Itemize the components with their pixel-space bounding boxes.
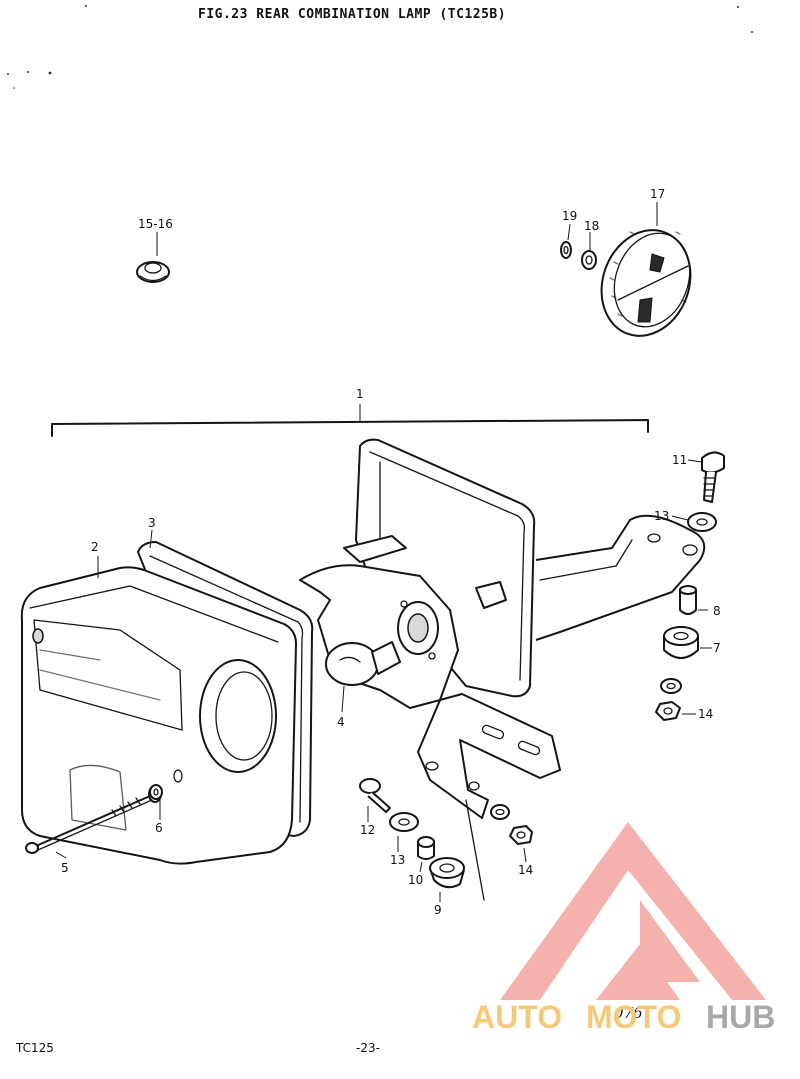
figure-title: FIG.23 REAR COMBINATION LAMP (TC125B) <box>198 7 506 22</box>
callout-12: 12 <box>360 823 375 837</box>
part-6-washer <box>149 784 163 800</box>
callout-13-right: 13 <box>654 509 669 523</box>
part-19-nut <box>560 241 572 259</box>
leader-lines <box>55 202 712 902</box>
part-10-collar <box>417 836 435 860</box>
callout-10: 10 <box>408 873 423 887</box>
watermark-triangle-inner <box>596 900 700 1000</box>
callouts: 1 2 3 4 5 6 7 8 9 10 11 12 13 13 14 14 1… <box>61 187 721 917</box>
footer-page: -23- <box>356 1041 380 1055</box>
footer-model: TC125 <box>15 1041 54 1055</box>
socket-plate <box>299 564 459 709</box>
assembly-1-bracket <box>51 404 649 437</box>
callout-18: 18 <box>584 219 599 233</box>
callout-1: 1 <box>356 387 364 401</box>
part-12-bolt <box>359 778 391 813</box>
part-13-washer-left <box>389 812 419 832</box>
footer-code: 076 <box>614 1004 643 1022</box>
lamp-housing-body <box>343 438 536 698</box>
callout-5: 5 <box>61 861 69 875</box>
watermark-logo <box>500 822 766 1000</box>
watermark-moto: MOTO <box>586 999 681 1035</box>
callout-6: 6 <box>155 821 163 835</box>
callout-9: 9 <box>434 903 442 917</box>
part-17-reflector <box>600 229 692 337</box>
part-14-nut-left <box>490 804 533 845</box>
part-9-cushion <box>429 857 465 889</box>
scan-specks <box>7 5 753 89</box>
watermark-hub: HUB <box>706 999 775 1035</box>
part-8-collar <box>679 585 697 615</box>
part-15-16-grommet <box>136 261 170 283</box>
callout-14-left: 14 <box>518 863 533 877</box>
callout-14-right: 14 <box>698 707 713 721</box>
callout-3: 3 <box>148 516 156 530</box>
callout-17: 17 <box>650 187 665 201</box>
part-11-bolt <box>701 451 725 503</box>
callout-8: 8 <box>713 604 721 618</box>
watermark-auto: AUTO <box>472 999 562 1035</box>
callout-15-16: 15-16 <box>138 217 173 231</box>
part-13-washer-right <box>687 512 717 532</box>
part-18-washer <box>581 250 597 270</box>
part-2-lens <box>20 566 297 865</box>
callout-2: 2 <box>91 540 99 554</box>
callout-7: 7 <box>713 641 721 655</box>
callout-11: 11 <box>672 453 687 467</box>
callout-19: 19 <box>562 209 577 223</box>
part-5-screw <box>25 795 153 854</box>
callout-13-left: 13 <box>390 853 405 867</box>
watermark-triangle-outer <box>500 822 766 1000</box>
license-bracket <box>417 693 561 901</box>
part-14-nut-right <box>655 678 682 721</box>
part-4-bulb <box>325 641 401 686</box>
part-7-cushion <box>663 626 699 659</box>
mounting-stay <box>535 514 706 641</box>
callout-4: 4 <box>337 715 345 729</box>
